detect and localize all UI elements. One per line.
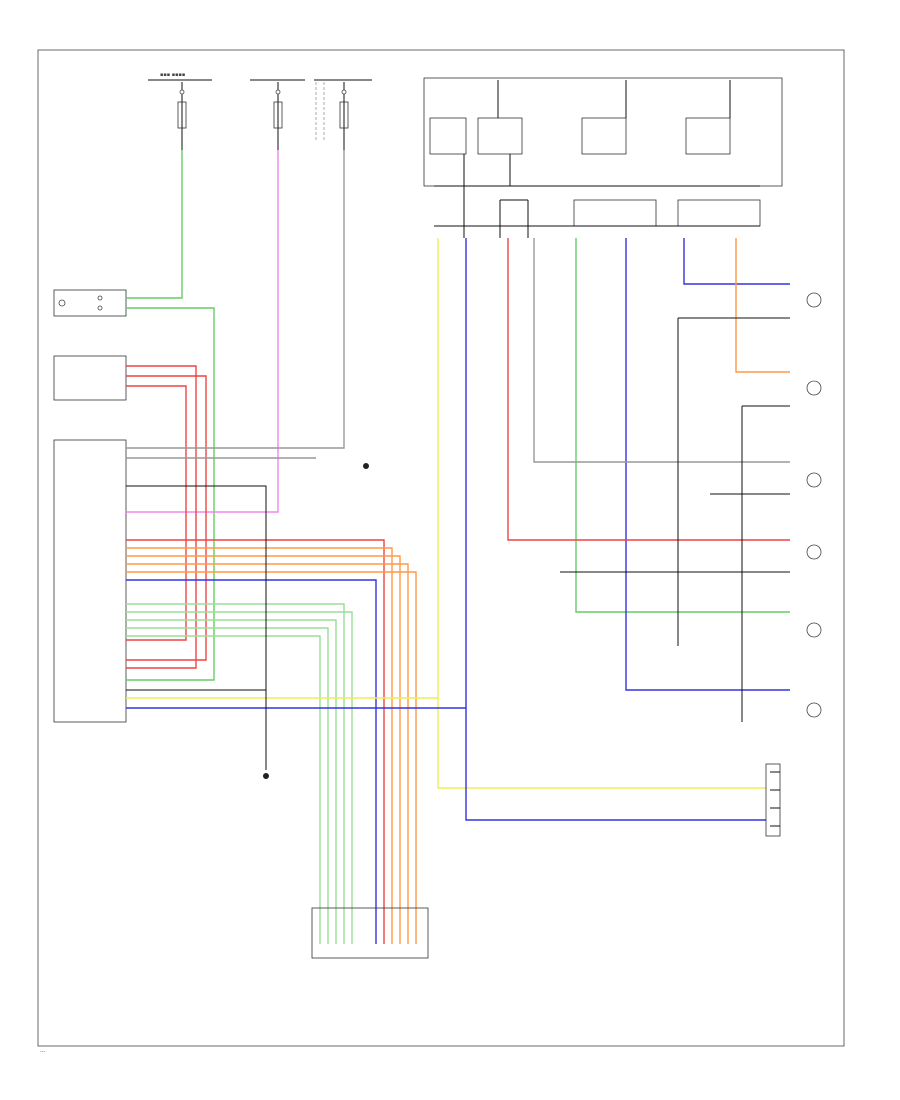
combination-switch xyxy=(765,763,781,837)
relay-block xyxy=(423,77,783,187)
main-control-module xyxy=(53,439,127,723)
wire-orange-11 xyxy=(126,571,417,944)
wire-blue-23 xyxy=(625,238,790,691)
fuse-block-left: ▪▪▪ ▪▪▪▪ xyxy=(148,72,212,150)
lamp-right-2 xyxy=(806,380,822,396)
connector-left-top xyxy=(53,289,127,317)
diagram-frame xyxy=(37,49,845,1047)
wire-black-30 xyxy=(126,485,267,690)
wire-yellow-19 xyxy=(437,698,766,789)
module-left-mid xyxy=(53,355,127,401)
lamp-right-5 xyxy=(806,622,822,638)
wire-orange-10 xyxy=(126,563,409,944)
ground-left xyxy=(263,690,269,779)
wire-light-green-16 xyxy=(126,627,329,944)
wire-green-22 xyxy=(575,238,790,613)
bottom-connector xyxy=(311,907,429,959)
wire-red-26 xyxy=(507,238,790,541)
wire-green-1 xyxy=(126,150,183,299)
wire-orange-9 xyxy=(126,555,401,944)
lamp-right-6 xyxy=(806,702,822,718)
wire-blue-12 xyxy=(126,579,377,944)
page-ref: ... xyxy=(40,1047,46,1054)
wire-gray-27 xyxy=(533,238,790,463)
wire-orange-8 xyxy=(126,547,393,944)
wire-pink-3 xyxy=(126,150,279,513)
svg-text:▪▪▪ ▪▪▪▪: ▪▪▪ ▪▪▪▪ xyxy=(160,72,185,78)
wire-green-2 xyxy=(126,307,215,681)
wire-light-green-15 xyxy=(126,619,337,944)
wire-red-7 xyxy=(126,539,385,944)
wires-layer xyxy=(126,150,790,944)
right-bracket xyxy=(677,317,790,722)
wire-gray-28 xyxy=(126,150,345,449)
fuse-block-right xyxy=(314,79,372,150)
relay-fuses-row xyxy=(434,186,761,238)
lamp-right-1 xyxy=(806,292,822,308)
wire-red-6 xyxy=(126,385,187,641)
wire-orange-25 xyxy=(735,238,790,373)
wire-light-green-14 xyxy=(126,611,353,944)
ground-center xyxy=(363,463,369,469)
lamp-right-4 xyxy=(806,544,822,560)
fuse-block-middle xyxy=(250,79,305,150)
wire-light-green-13 xyxy=(126,603,345,944)
wire-blue-24 xyxy=(683,238,790,285)
wire-light-green-17 xyxy=(126,635,321,944)
wire-red-4 xyxy=(126,365,197,669)
wire-red-5 xyxy=(126,375,207,661)
wire-yellow-18 xyxy=(126,238,439,699)
wire-blue-21 xyxy=(465,708,766,821)
lamp-right-3 xyxy=(806,472,822,488)
